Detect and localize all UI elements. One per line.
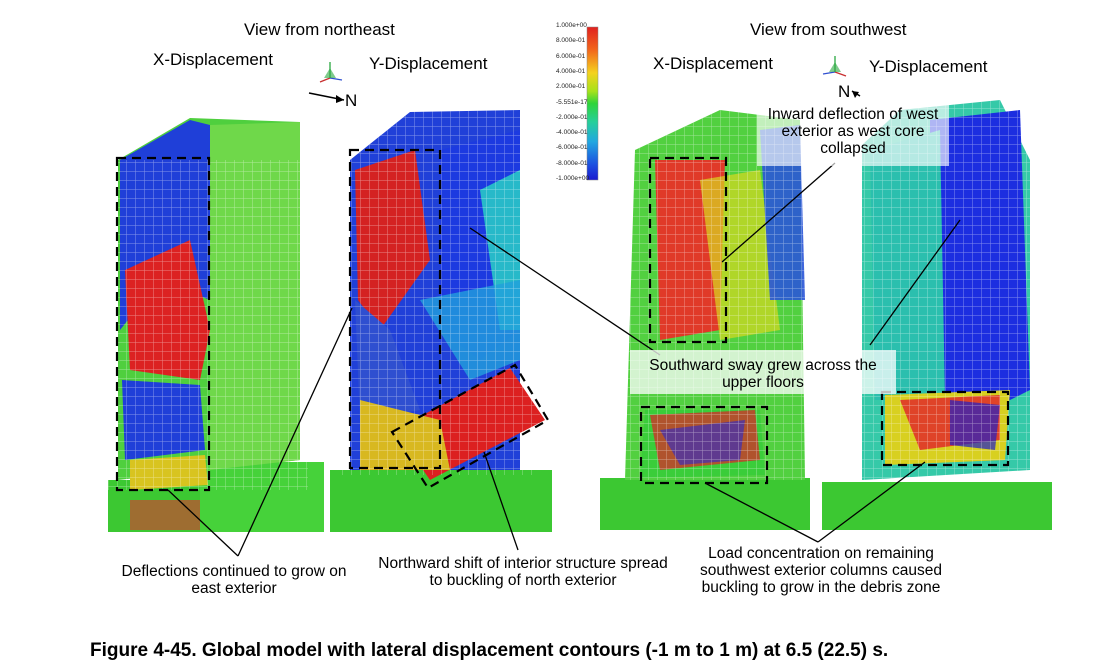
building-sw-x	[600, 110, 810, 530]
legend-tick-label: -2.000e-01	[556, 113, 588, 121]
box-sw-y-lower	[880, 390, 1010, 467]
inward-deflection-note: Inward deflection of west exterior as we…	[767, 106, 939, 157]
north-label-left: N	[345, 91, 358, 110]
box-ne-y-lower	[390, 363, 550, 490]
box-ne-y-upper	[348, 148, 442, 470]
north-label-right: N	[838, 82, 851, 101]
legend-tick-label: 4.000e-01	[556, 67, 586, 75]
legend-tick-label: -6.000e-01	[556, 144, 588, 152]
figure-caption: Figure 4-45. Global model with lateral d…	[90, 640, 889, 661]
legend-tick-label: -1.000e+00	[556, 175, 590, 182]
northward-shift-note: Northward shift of interior structure sp…	[378, 555, 668, 589]
view-southwest-label: View from southwest	[750, 20, 907, 39]
load-concentration-note: Load concentration on remaining southwes…	[699, 545, 943, 596]
box-ne-x	[115, 156, 211, 492]
compass-left	[308, 62, 345, 103]
legend-tick-label: 1.000e+00	[556, 22, 587, 29]
sw-x-displacement-label: X-Displacement	[653, 54, 773, 73]
ne-x-displacement-label: X-Displacement	[153, 50, 273, 69]
inward-note-bg	[757, 102, 949, 166]
building-ne-x	[108, 118, 324, 532]
callout-lines	[167, 162, 961, 557]
legend-tick-label: -5.551e-17	[556, 98, 588, 106]
compass-right	[822, 56, 861, 98]
east-exterior-note: Deflections continued to grow on east ex…	[121, 563, 347, 597]
dashed-boxes	[115, 148, 1010, 492]
view-northeast-label: View from northeast	[244, 20, 395, 39]
legend-tick-label: 6.000e-01	[556, 52, 586, 60]
legend-tick-label: -8.000e-01	[556, 159, 588, 167]
box-sw-x-lower	[639, 405, 769, 485]
legend-tick-label: 8.000e-01	[556, 37, 586, 45]
box-sw-x-upper	[648, 156, 728, 344]
sw-y-displacement-label: Y-Displacement	[869, 57, 988, 76]
ne-y-displacement-label: Y-Displacement	[369, 54, 488, 73]
legend-tick-label: 2.000e-01	[556, 83, 586, 91]
color-legend	[586, 26, 599, 181]
legend-tick-label: -4.000e-01	[556, 129, 588, 137]
southward-sway-note: Southward sway grew across the upper flo…	[649, 357, 877, 391]
southward-note-bg	[630, 350, 896, 394]
building-sw-y	[822, 100, 1052, 530]
